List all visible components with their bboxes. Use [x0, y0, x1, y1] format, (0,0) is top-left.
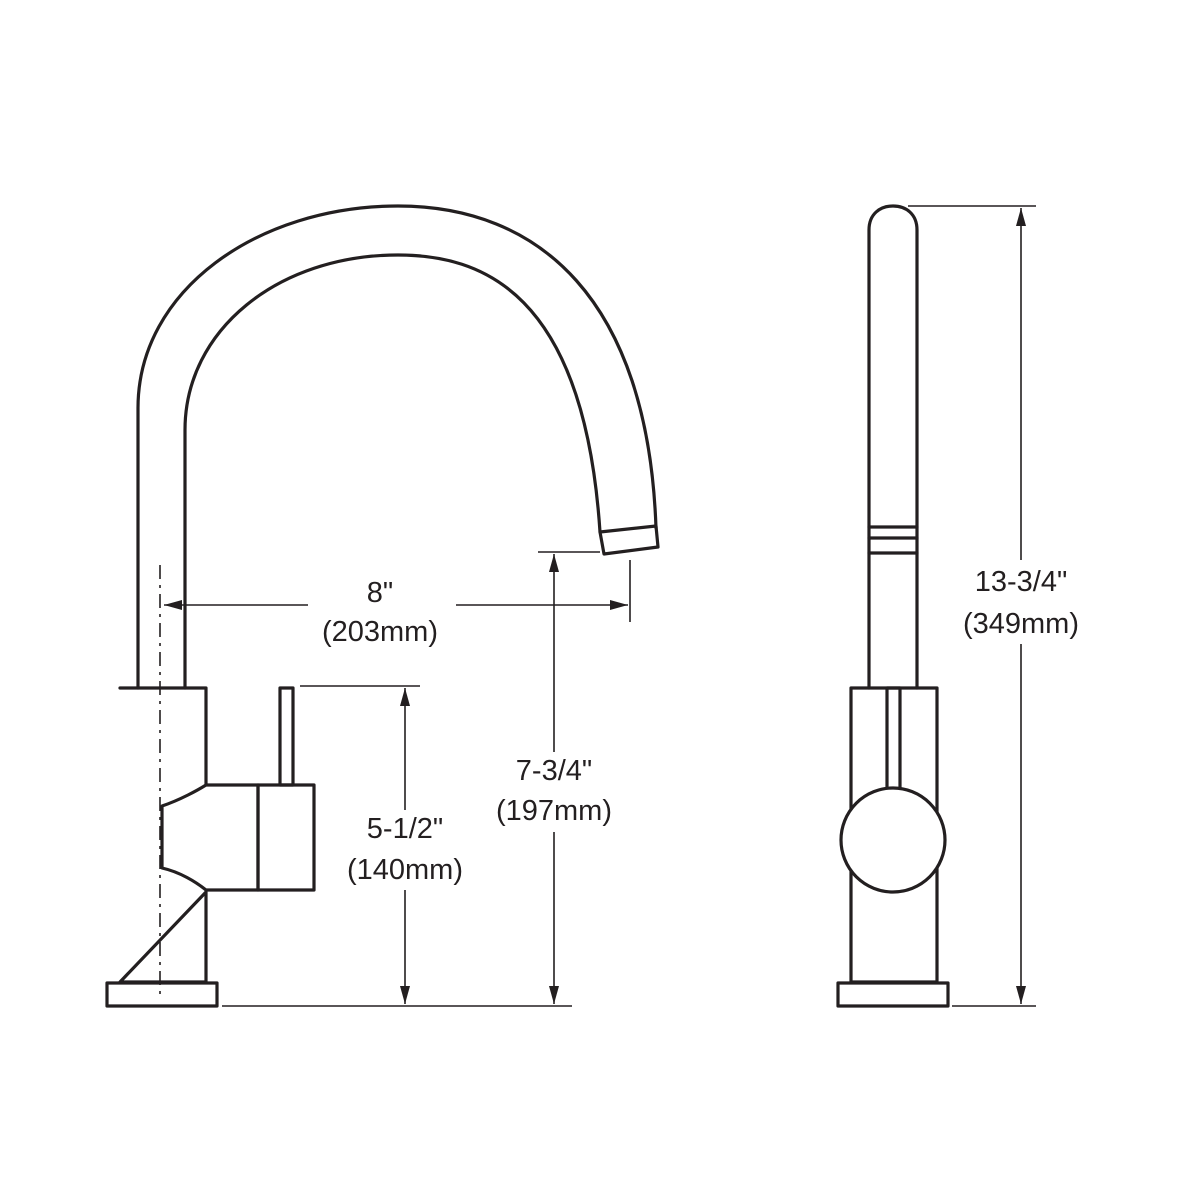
front-handle-lever	[278, 686, 295, 787]
front-handle-hub	[160, 783, 260, 892]
front-spout	[136, 204, 658, 690]
front-base-plate	[105, 981, 219, 1008]
side-handle	[839, 786, 947, 894]
body-height-dimension	[340, 688, 470, 1004]
spout-reach-metric-label: (203mm)	[322, 616, 438, 648]
body-height-imperial-label: 5-1/2"	[367, 813, 443, 845]
spout-reach-dimension	[164, 572, 628, 644]
side-spout	[867, 204, 919, 690]
spout-height-metric-label: (197mm)	[496, 795, 612, 827]
spout-height-dimension	[490, 554, 620, 1004]
front-handle-cap	[256, 783, 316, 892]
front-view	[105, 204, 660, 1008]
side-spout-ring	[867, 525, 919, 555]
overall-height-imperial-label: 13-3/4"	[975, 566, 1068, 598]
extension-lines	[222, 205, 1036, 1007]
spout-height-imperial-label: 7-3/4"	[516, 755, 592, 787]
overall-height-metric-label: (349mm)	[963, 608, 1079, 640]
body-height-metric-label: (140mm)	[347, 854, 463, 886]
spout-reach-imperial-label: 8"	[367, 577, 393, 609]
side-view	[836, 204, 950, 1008]
side-lever	[885, 686, 902, 794]
overall-height-dimension	[956, 208, 1088, 1004]
front-spout-nozzle	[598, 524, 660, 556]
side-base-plate	[836, 981, 950, 1008]
